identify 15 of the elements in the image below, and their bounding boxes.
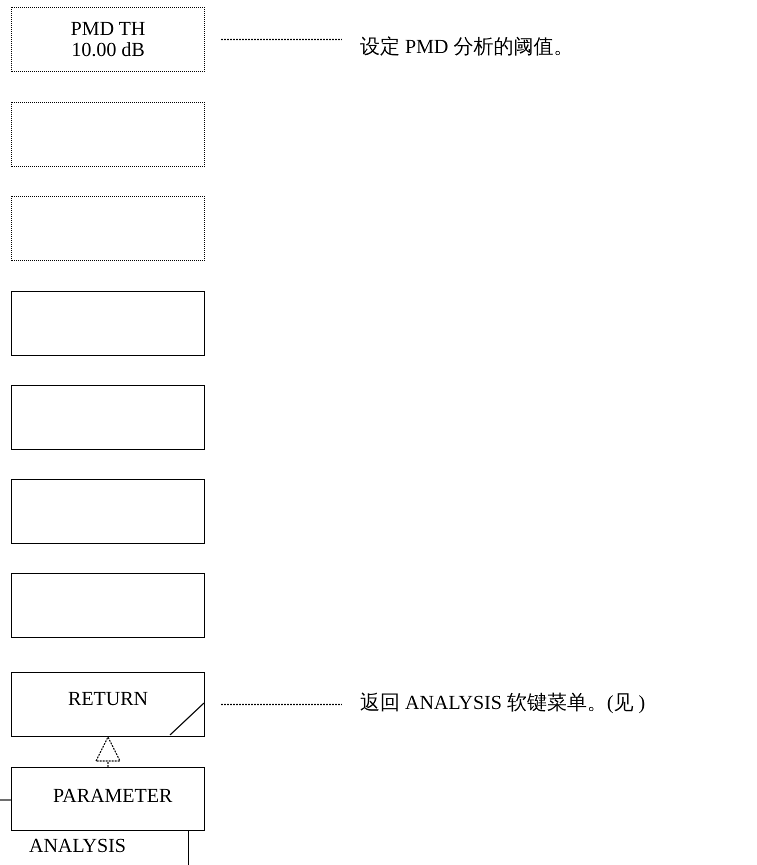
description-text: 返回 ANALYSIS 软键菜单。(见 ) <box>360 691 750 715</box>
softkey-box: PARAMETER <box>11 767 205 831</box>
leader-line <box>0 799 11 801</box>
softkey-box <box>11 102 205 167</box>
description-text: 设定 PMD 分析的阈值。 <box>360 35 660 59</box>
hierarchy-arrow <box>95 736 121 767</box>
softkey-box <box>11 291 205 356</box>
leader-line <box>221 704 342 706</box>
leader-line <box>221 38 342 40</box>
softkey-box <box>11 573 205 638</box>
softkey-box <box>11 196 205 261</box>
softkey-box: RETURN <box>11 672 205 737</box>
softkey-box <box>11 479 205 544</box>
softkey-box: PMD TH 10.00 dB <box>11 7 205 72</box>
softkey-box <box>11 385 205 450</box>
